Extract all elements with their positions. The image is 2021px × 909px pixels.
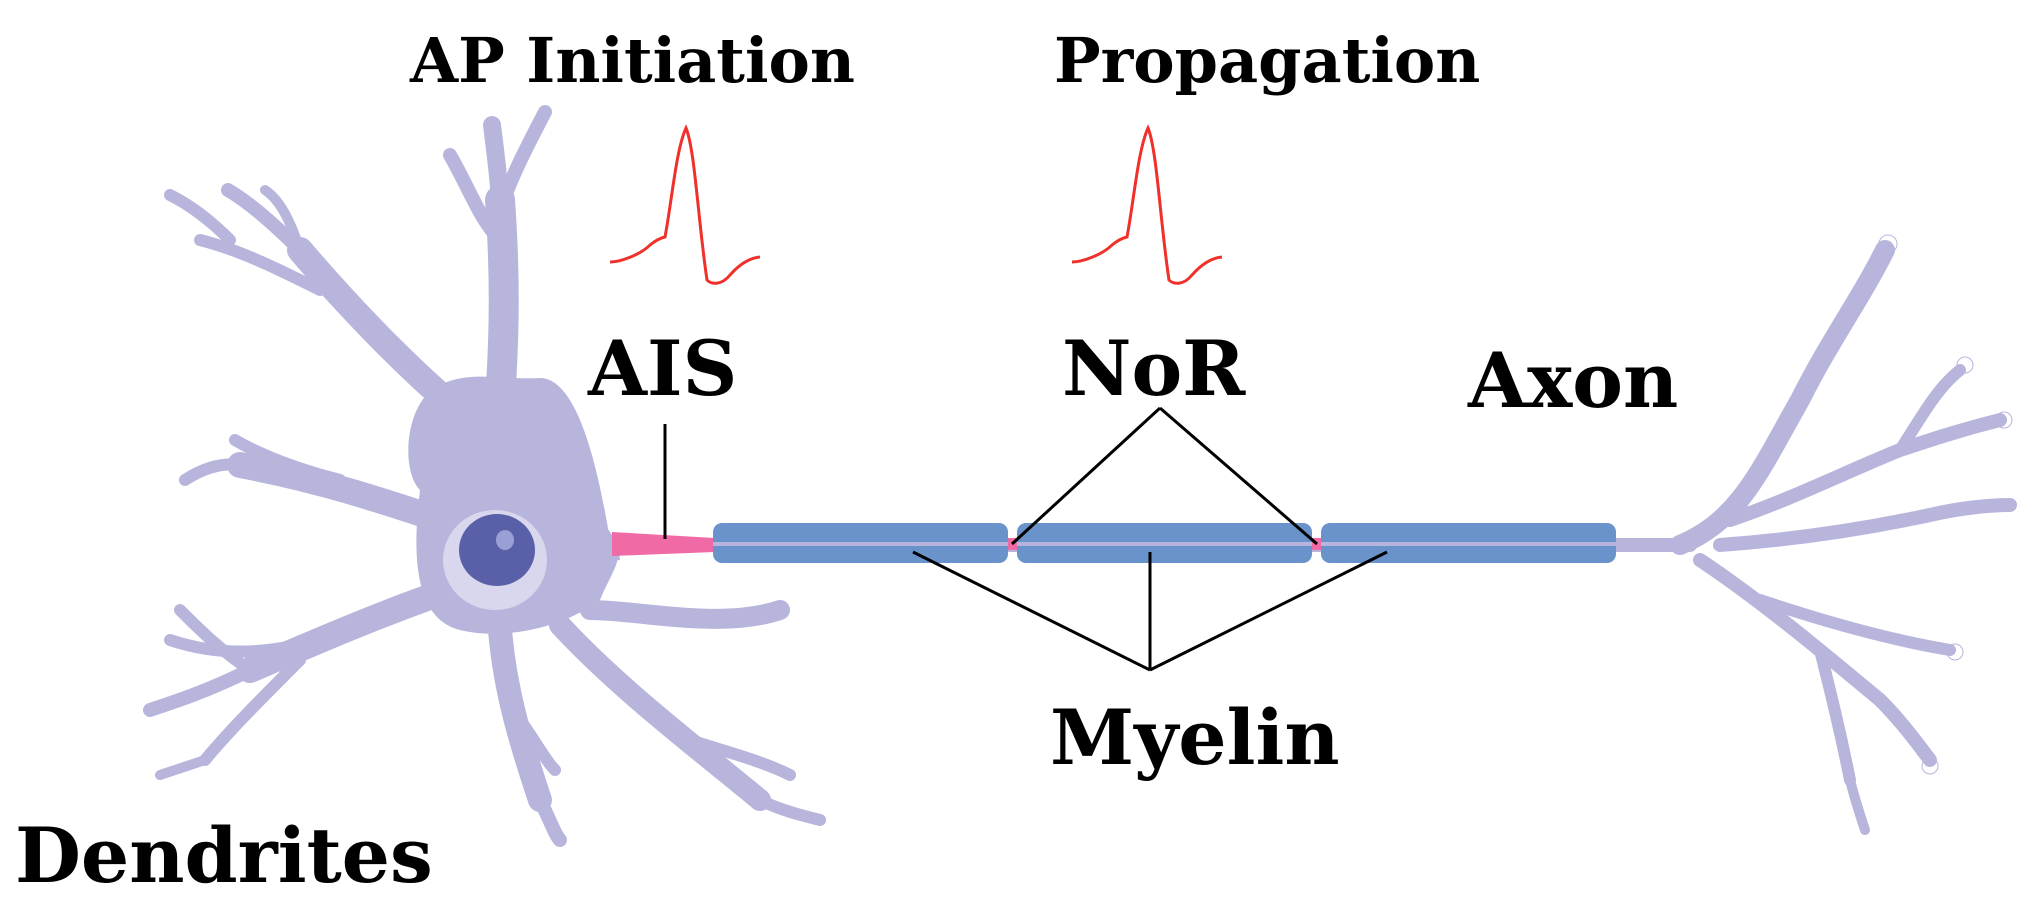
axon-terminals: [1670, 234, 2017, 835]
pointer-lines: [663, 406, 1388, 672]
myelin-pointer-left: [912, 550, 1151, 672]
nor-pointer-right: [1159, 406, 1318, 546]
label-ap-initiation: AP Initiation: [409, 24, 855, 97]
nor-pointer-left: [1010, 406, 1162, 546]
nucleus: [443, 510, 547, 610]
label-propagation: Propagation: [1054, 24, 1480, 97]
label-nor: NoR: [1062, 324, 1246, 413]
label-myelin: Myelin: [1050, 693, 1340, 782]
label-axon: Axon: [1467, 336, 1678, 425]
spike-initiation-icon: [609, 124, 761, 285]
label-ais: AIS: [587, 324, 737, 413]
axon-hillock: [575, 520, 620, 570]
axon-initial-segment: [612, 532, 715, 556]
spike-propagation-icon: [1071, 124, 1223, 285]
dendrites: [143, 105, 826, 847]
label-dendrites: Dendrites: [15, 811, 433, 900]
myelin-pointer-right: [1149, 550, 1388, 672]
